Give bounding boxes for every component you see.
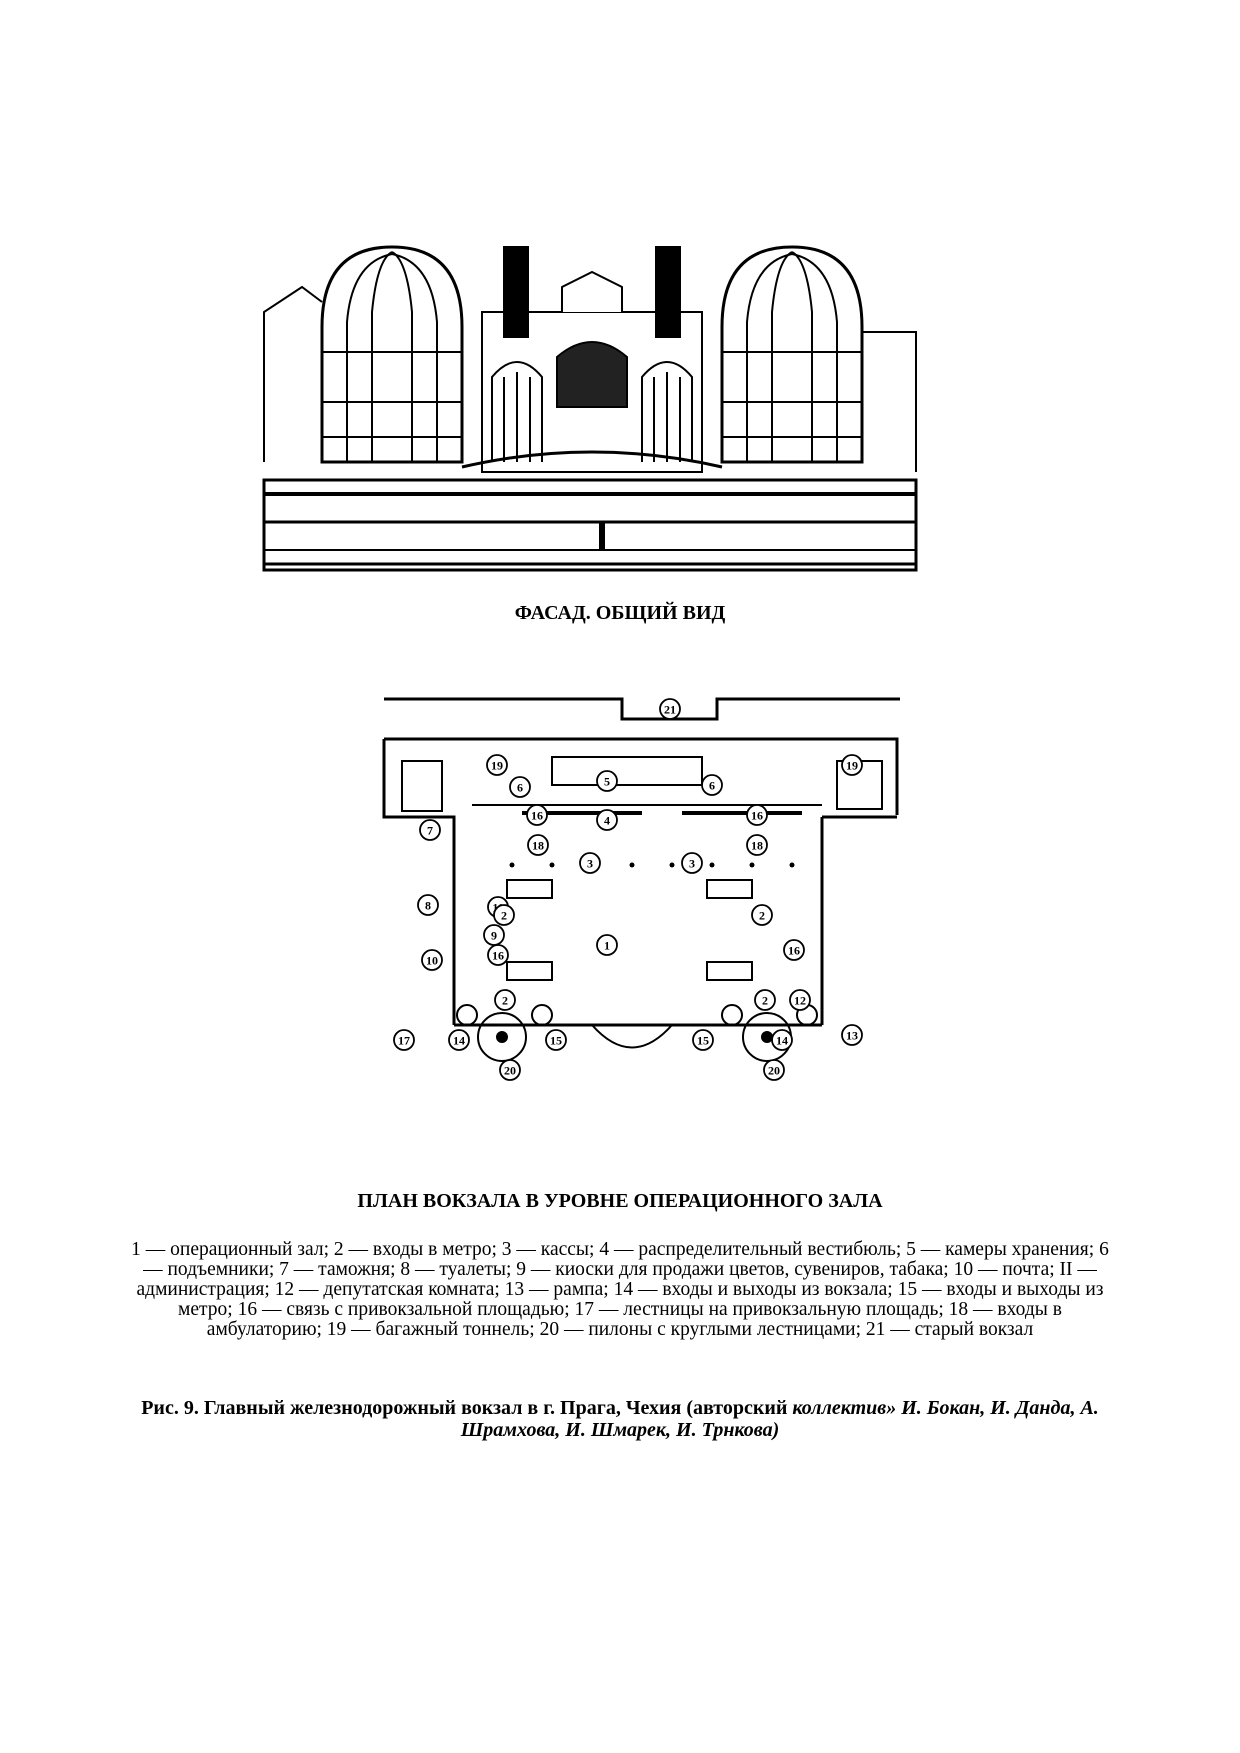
- plan-marker-circle: [596, 770, 618, 792]
- plan-marker-circle: [771, 1029, 793, 1051]
- plan-marker-label: 6: [709, 779, 715, 793]
- plan-marker-label: 18: [751, 839, 763, 853]
- plan-marker-label: 19: [846, 759, 858, 773]
- plan-marker-circle: [746, 834, 768, 856]
- plan-marker-circle: [746, 804, 768, 826]
- plan-marker-circle: [754, 989, 776, 1011]
- plan-marker-label: 16: [492, 949, 504, 963]
- plan-marker-label: 16: [788, 944, 800, 958]
- plan-marker-circle: [526, 804, 548, 826]
- facade-caption: ФАСАД. ОБЩИЙ ВИД: [514, 602, 726, 624]
- plan-marker-label: 13: [846, 1029, 858, 1043]
- plan-marker-label: 3: [689, 857, 695, 871]
- plan-marker-circle: [751, 904, 773, 926]
- plan-marker-label: 15: [697, 1034, 709, 1048]
- plan-marker-circle: [841, 754, 863, 776]
- plan-marker-label: 18: [532, 839, 544, 853]
- plan-marker-label: 3: [587, 857, 593, 871]
- plan-marker-label: 19: [491, 759, 503, 773]
- plan-marker-circle: [596, 934, 618, 956]
- plan-marker-circle: [493, 904, 515, 926]
- plan-marker-label: 20: [768, 1064, 780, 1078]
- plan-marker-circle: [527, 834, 549, 856]
- figure-caption-main: Рис. 9. Главный железнодорожный вокзал в…: [141, 1397, 793, 1419]
- plan-marker-circle: [448, 1029, 470, 1051]
- plan-marker-circle: [545, 1029, 567, 1051]
- plan-marker-circle: [421, 949, 443, 971]
- plan-marker-label: 8: [425, 899, 431, 913]
- plan-marker-label: 2: [759, 909, 765, 923]
- station-plan-drawing: 2119196651641671818338112291611610122217…: [382, 697, 900, 1081]
- plan-marker-circle: [579, 852, 601, 874]
- plan-legend: 1 — операционный зал; 2 — входы в метро;…: [131, 1239, 1109, 1340]
- plan-marker-circle: [783, 939, 805, 961]
- plan-marker-label: 16: [751, 809, 763, 823]
- plan-marker-circle: [486, 754, 508, 776]
- plan-marker-circle: [596, 809, 618, 831]
- plan-marker-label: 15: [550, 1034, 562, 1048]
- plan-marker-label: 6: [517, 781, 523, 795]
- plan-marker-circle: [763, 1059, 785, 1081]
- plan-marker-label: 2: [502, 994, 508, 1008]
- plan-marker-label: 9: [491, 929, 497, 943]
- plan-marker-circle: [487, 944, 509, 966]
- facade-drawing: [262, 245, 918, 572]
- plan-marker-circle: [499, 1059, 521, 1081]
- plan-marker-label: 10: [426, 954, 438, 968]
- plan-marker-circle: [419, 819, 441, 841]
- plan-marker-label: 12: [794, 994, 806, 1008]
- plan-marker-circle: [393, 1029, 415, 1051]
- plan-marker-label: 5: [604, 775, 610, 789]
- plan-marker-circle: [701, 774, 723, 796]
- figure-caption: Рис. 9. Главный железнодорожный вокзал в…: [140, 1397, 1100, 1441]
- figure-caption-authors: коллектив» И. Бокан, И. Данда, А. Шрамхо…: [460, 1397, 1099, 1441]
- plan-marker-circle: [509, 776, 531, 798]
- plan-caption: ПЛАН ВОКЗАЛА В УРОВНЕ ОПЕРАЦИОННОГО ЗАЛА: [357, 1190, 883, 1212]
- plan-marker-circle: [841, 1024, 863, 1046]
- plan-marker-label: 2: [501, 909, 507, 923]
- plan-marker-label: 14: [453, 1034, 465, 1048]
- plan-marker-label: 21: [664, 703, 676, 717]
- plan-marker-circle: [417, 894, 439, 916]
- plan-marker-label: 16: [531, 809, 543, 823]
- plan-marker-label: 7: [427, 824, 433, 838]
- plan-marker-circle: [659, 698, 681, 720]
- plan-marker-circle: [681, 852, 703, 874]
- plan-marker-label: 14: [776, 1034, 788, 1048]
- plan-markers: 2119196651641671818338112291611610122217…: [393, 698, 863, 1081]
- plan-marker-label: 1: [604, 939, 610, 953]
- plan-marker-label: 4: [604, 814, 610, 828]
- plan-marker-label: 17: [398, 1034, 410, 1048]
- plan-marker-circle: [494, 989, 516, 1011]
- plan-marker-circle: [692, 1029, 714, 1051]
- plan-marker-circle: [789, 989, 811, 1011]
- plan-marker-label: 20: [504, 1064, 516, 1078]
- plan-marker-label: 2: [762, 994, 768, 1008]
